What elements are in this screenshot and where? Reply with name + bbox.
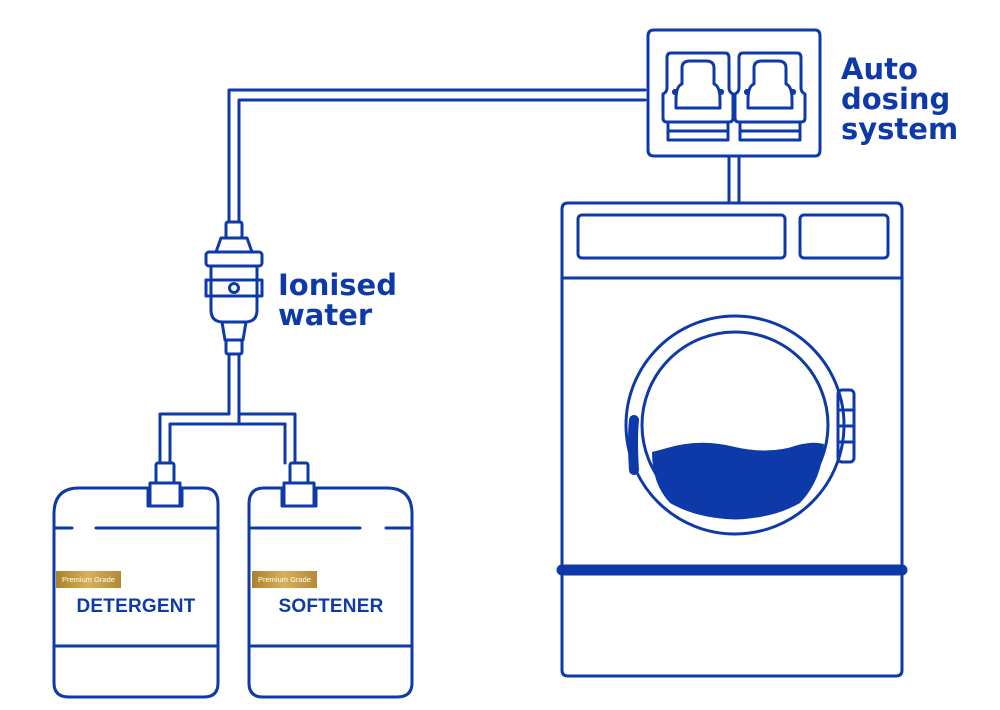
auto-dosing-label-line: system [841,112,959,146]
detergent-container [52,461,220,699]
auto-dosing-label: Auto dosing system [841,54,958,144]
auto-dosing-label-line: Auto [841,52,918,86]
auto-dosing-label-line: dosing [841,82,951,116]
ionised-water-pipes [158,352,297,465]
dosing-connector [727,154,741,205]
detergent-label: DETERGENT [76,596,196,617]
drum-water [652,442,824,519]
ioniser-filter [204,220,264,356]
ionised-water-label: Ionised water [278,270,397,330]
auto-dosing-unit [646,28,822,158]
ionised-water-label-line: water [278,298,373,332]
softener-container [247,461,414,699]
ionised-water-label-line: Ionised [278,268,397,302]
premium-grade-badge: Premium Grade [252,571,317,588]
premium-grade-badge: Premium Grade [56,571,121,588]
supply-pipe [227,88,647,224]
washing-machine [556,201,908,678]
softener-label: SOFTENER [278,596,384,617]
